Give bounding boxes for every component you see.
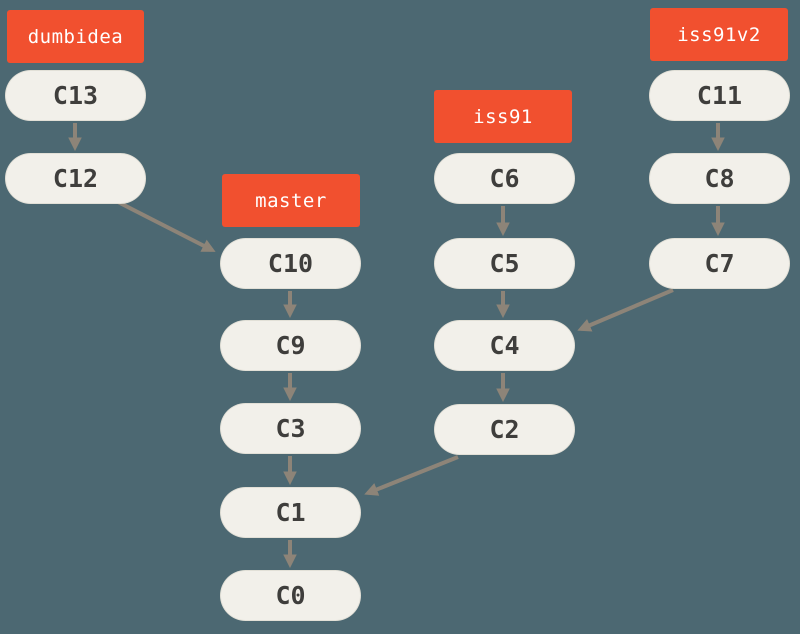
commit-node-C5: C5 [434, 238, 575, 289]
commit-node-C1: C1 [220, 487, 361, 538]
commit-node-C11: C11 [649, 70, 790, 121]
commit-node-C0: C0 [220, 570, 361, 621]
arrow-C7-to-C4 [577, 288, 674, 332]
commit-node-C2: C2 [434, 404, 575, 455]
commit-node-C4: C4 [434, 320, 575, 371]
commit-node-C12: C12 [5, 153, 146, 204]
commit-node-C13: C13 [5, 70, 146, 121]
commit-node-C8: C8 [649, 153, 790, 204]
branch-label-master: master [222, 174, 360, 227]
branch-label-dumbidea: dumbidea [7, 10, 144, 63]
commit-node-C6: C6 [434, 153, 575, 204]
arrow-C2-to-C1 [364, 455, 459, 496]
commit-node-C10: C10 [220, 238, 361, 289]
commit-node-C3: C3 [220, 403, 361, 454]
commit-node-C7: C7 [649, 238, 790, 289]
arrow-C12-to-C10 [117, 200, 216, 252]
commit-node-C9: C9 [220, 320, 361, 371]
branch-label-iss91: iss91 [434, 90, 572, 143]
arrow-group [68, 123, 725, 569]
branch-label-iss91v2: iss91v2 [650, 8, 788, 61]
